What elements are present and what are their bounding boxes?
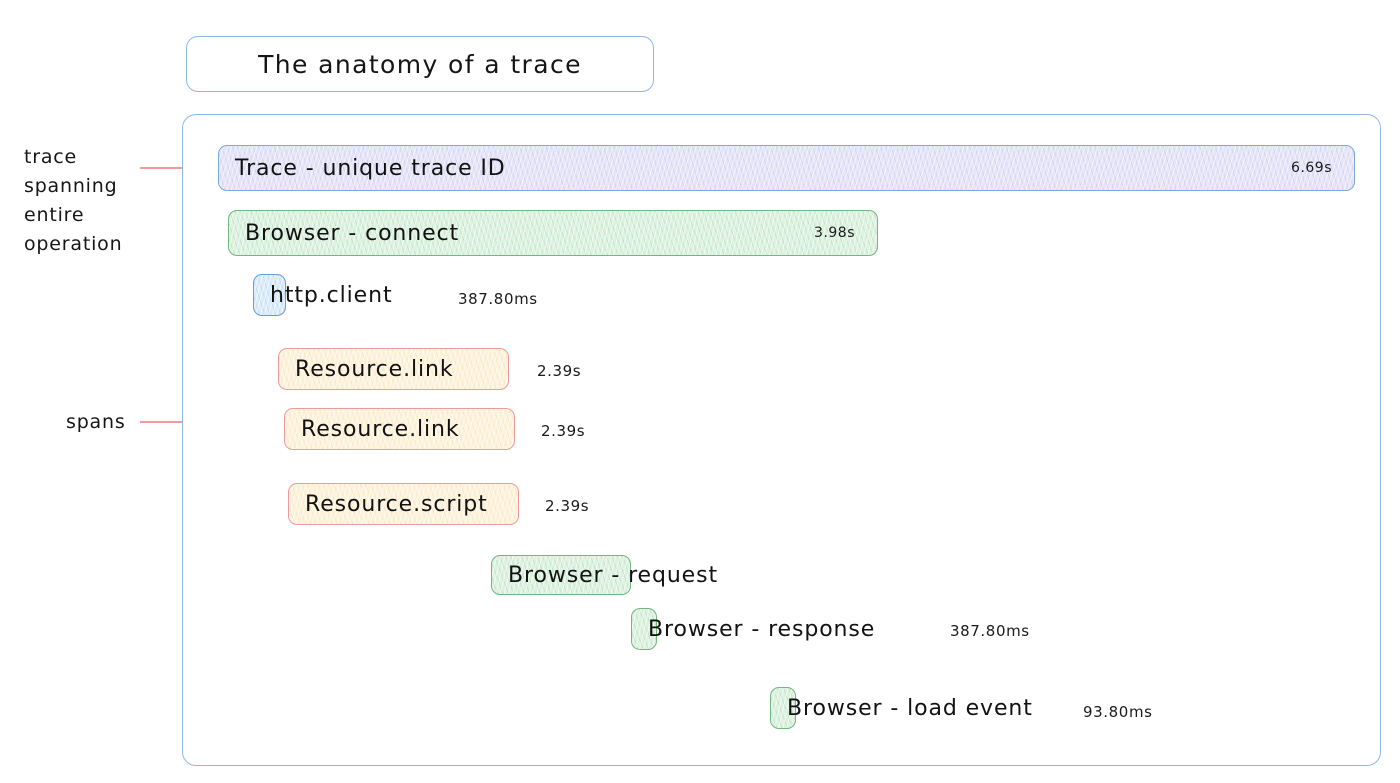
span-bar-label: Resource.script [305, 491, 488, 517]
span-duration: 6.69s [1291, 160, 1332, 176]
page-title: The anatomy of a trace [258, 49, 582, 79]
span-bar[interactable]: http.client [253, 274, 392, 316]
span-duration: 387.80ms [458, 290, 538, 308]
span-bar-label: Trace - unique trace ID [235, 155, 506, 181]
span-bar[interactable]: Browser - response [631, 608, 874, 650]
span-duration: 2.39s [545, 497, 590, 515]
annotation-spans-leader-line [140, 421, 220, 423]
span-bar[interactable]: Browser - request [491, 555, 717, 595]
span-duration: 3.98s [814, 225, 855, 241]
span-duration: 387.80ms [950, 622, 1030, 640]
annotation-trace-label: trace spanning entire operation [24, 146, 123, 255]
span-duration: 93.80ms [1083, 703, 1153, 721]
span-bar[interactable]: Resource.link [278, 348, 509, 390]
span-duration: 2.39s [537, 362, 582, 380]
span-bar-label: Resource.link [301, 416, 460, 442]
title-card: The anatomy of a trace [186, 36, 654, 92]
span-bar[interactable]: Resource.link [284, 408, 515, 450]
span-bar-label: Browser - connect [245, 220, 460, 246]
span-bar[interactable]: Trace - unique trace ID 6.69s [218, 145, 1355, 191]
span-bar[interactable]: Resource.script [288, 483, 519, 525]
annotation-spans-label: spans [66, 411, 126, 433]
annotation-trace-leader-line [140, 167, 214, 169]
span-bar[interactable]: Browser - connect 3.98s [228, 210, 878, 256]
span-bar[interactable]: Browser - load event [770, 687, 1032, 729]
span-duration: 2.39s [541, 422, 586, 440]
span-bar-label: Resource.link [295, 356, 454, 382]
